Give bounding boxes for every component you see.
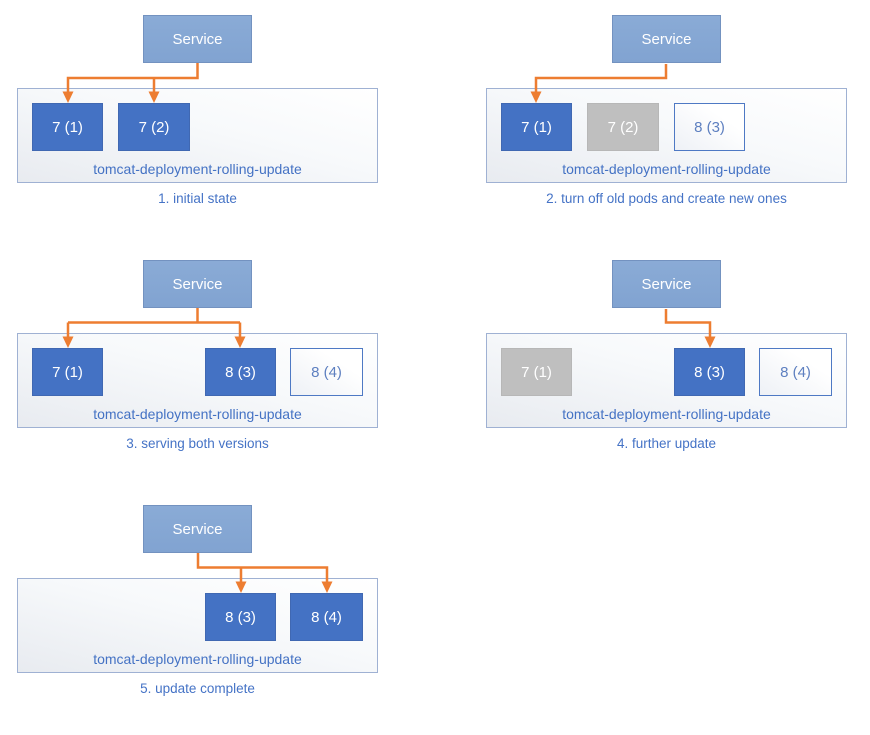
- pod-7-1: 7 (1): [32, 103, 103, 151]
- panel-caption: 5. update complete: [140, 681, 255, 696]
- panel-caption: 3. serving both versions: [126, 436, 269, 451]
- pod-8-3: 8 (3): [205, 348, 276, 396]
- panel-caption: 4. further update: [616, 436, 717, 451]
- pod-7-2: 7 (2): [118, 103, 190, 151]
- pod-8-3-creating: 8 (3): [674, 103, 745, 151]
- service-box: Service: [143, 505, 252, 553]
- deployment-label: tomcat-deployment-rolling-update: [93, 406, 302, 422]
- service-box: Service: [612, 260, 721, 308]
- panel-serving-both-versions: Service tomcat-deployment-rolling-update…: [0, 245, 400, 490]
- service-box: Service: [612, 15, 721, 63]
- panel-caption: 1. initial state: [158, 191, 237, 206]
- pod-7-1: 7 (1): [501, 103, 572, 151]
- pod-8-4-creating: 8 (4): [759, 348, 832, 396]
- deployment-label: tomcat-deployment-rolling-update: [93, 161, 302, 177]
- rolling-update-diagram: Service tomcat-deployment-rolling-update…: [0, 0, 869, 696]
- pod-7-2-stopped: 7 (2): [587, 103, 659, 151]
- deployment-label: tomcat-deployment-rolling-update: [93, 651, 302, 667]
- panel-further-update: Service tomcat-deployment-rolling-update…: [469, 245, 869, 490]
- panel-turn-off-old-pods: Service tomcat-deployment-rolling-update…: [469, 0, 869, 245]
- pod-7-1-stopped: 7 (1): [501, 348, 572, 396]
- panel-initial-state: Service tomcat-deployment-rolling-update…: [0, 0, 400, 245]
- pod-8-4-creating: 8 (4): [290, 348, 363, 396]
- pod-8-3: 8 (3): [205, 593, 276, 641]
- service-box: Service: [143, 260, 252, 308]
- deployment-label: tomcat-deployment-rolling-update: [562, 406, 771, 422]
- pod-8-4: 8 (4): [290, 593, 363, 641]
- pod-7-1: 7 (1): [32, 348, 103, 396]
- service-box: Service: [143, 15, 252, 63]
- panel-caption: 2. turn off old pods and create new ones: [546, 191, 787, 206]
- deployment-label: tomcat-deployment-rolling-update: [562, 161, 771, 177]
- panel-update-complete: Service tomcat-deployment-rolling-update…: [0, 490, 400, 735]
- pod-8-3: 8 (3): [674, 348, 745, 396]
